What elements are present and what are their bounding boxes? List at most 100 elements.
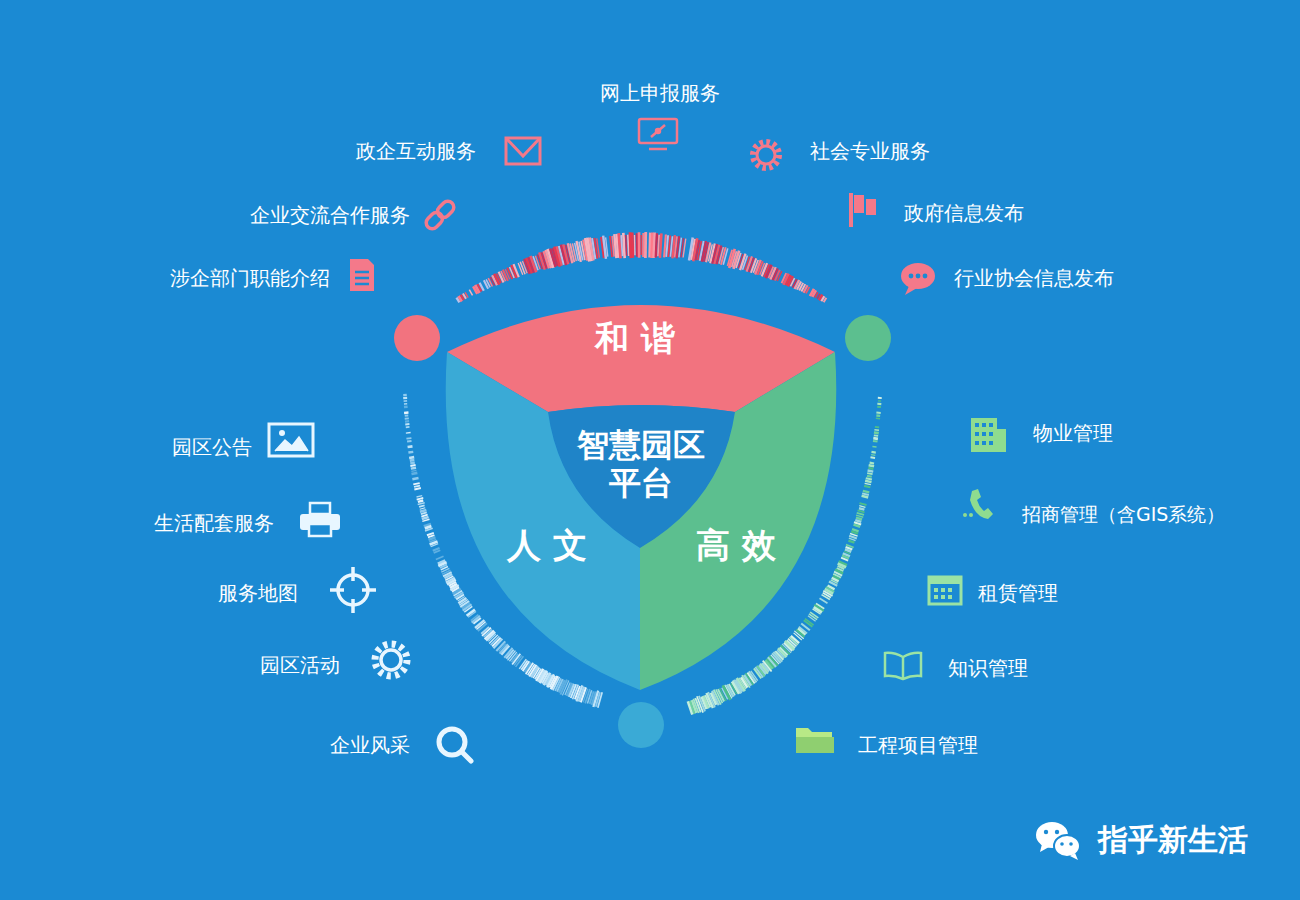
- stripe: [408, 445, 413, 448]
- stripe: [412, 478, 418, 479]
- stripe: [405, 420, 409, 423]
- service-label: 行业协会信息发布: [954, 265, 1114, 292]
- stripe: [863, 491, 869, 492]
- link-icon: [424, 199, 457, 232]
- image-icon: [269, 424, 313, 456]
- stripe: [869, 464, 874, 468]
- stripe: [873, 437, 878, 440]
- stripe: [469, 290, 472, 296]
- stripe: [641, 235, 642, 255]
- stripe: [650, 232, 654, 257]
- service-label: 企业风采: [330, 732, 410, 759]
- stripe: [421, 512, 427, 514]
- stripe: [656, 233, 657, 257]
- stripe: [648, 233, 651, 258]
- stripe: [854, 525, 861, 527]
- stripe: [871, 451, 875, 454]
- stripe: [865, 481, 871, 482]
- stripe: [425, 526, 432, 528]
- stripe: [406, 437, 411, 439]
- striped-arcs: [403, 232, 882, 715]
- stripe: [411, 470, 416, 472]
- stripe: [848, 541, 854, 543]
- gear-icon: [753, 142, 779, 168]
- stripe: [862, 496, 869, 498]
- chat-icon: [901, 263, 935, 295]
- calendar-icon: [929, 577, 961, 604]
- stripe: [870, 462, 874, 465]
- stripe: [520, 262, 525, 274]
- watermark: 指乎新生活: [1098, 820, 1248, 861]
- stripe: [874, 431, 879, 434]
- green-dot: [845, 315, 891, 361]
- printer-icon: [300, 503, 340, 536]
- stripe: [411, 473, 417, 474]
- stripe: [420, 510, 426, 512]
- stripe: [606, 237, 608, 256]
- service-label: 生活配套服务: [154, 510, 274, 537]
- stripe: [723, 248, 728, 264]
- service-label: 政府信息发布: [904, 200, 1024, 227]
- stripe: [503, 270, 508, 281]
- stripe: [404, 411, 408, 414]
- segment-fill: [640, 352, 836, 690]
- stripe: [867, 475, 872, 478]
- stripe: [456, 595, 464, 600]
- stripe: [871, 454, 875, 456]
- stripe: [851, 531, 858, 533]
- stripe: [431, 544, 438, 547]
- service-label: 知识管理: [948, 655, 1028, 682]
- stripe: [868, 467, 873, 470]
- segment-label: 高效: [696, 525, 788, 566]
- stripe: [865, 483, 871, 484]
- stripe: [859, 503, 866, 505]
- efficiency-segment: 高效: [638, 350, 855, 692]
- stripe: [857, 513, 864, 515]
- mail-icon: [506, 138, 540, 164]
- stripe: [806, 287, 810, 294]
- stripe: [514, 264, 519, 277]
- service-label: 园区活动: [260, 652, 340, 679]
- crosshair-icon: [330, 567, 376, 613]
- book-icon: [885, 653, 921, 679]
- stripe: [877, 403, 881, 405]
- stripe: [864, 486, 870, 487]
- stripe: [418, 501, 423, 502]
- stripe: [434, 550, 441, 553]
- stripe: [874, 429, 879, 431]
- stripe: [654, 233, 655, 259]
- segment-label: 智慧园区 平台: [571, 426, 712, 503]
- stripe: [422, 517, 429, 519]
- stripe: [658, 235, 659, 256]
- stripe: [808, 616, 816, 621]
- stripe: [404, 406, 408, 409]
- phone-icon: [963, 489, 993, 519]
- stripe: [418, 503, 425, 505]
- stripe: [866, 478, 872, 479]
- pink-dot: [394, 315, 440, 361]
- stripe: [631, 233, 634, 258]
- search-icon: [439, 729, 471, 761]
- stripe: [876, 414, 880, 417]
- segment-shape: [425, 350, 642, 692]
- stripe: [868, 470, 874, 471]
- stripe: [876, 418, 880, 420]
- service-label: 服务地图: [218, 580, 298, 607]
- stripe: [813, 609, 821, 614]
- service-label: 政企互动服务: [356, 138, 476, 165]
- stripe: [410, 464, 415, 467]
- service-label: 招商管理（含GIS系统）: [1022, 502, 1225, 528]
- stripe: [859, 506, 865, 508]
- stripe: [660, 233, 662, 258]
- stripe: [872, 446, 876, 448]
- stripe: [407, 440, 411, 443]
- service-label: 工程项目管理: [858, 732, 978, 759]
- stripe: [416, 496, 422, 497]
- stripe: [841, 558, 848, 561]
- stripe: [845, 549, 851, 551]
- stripe: [619, 233, 621, 258]
- stripe: [856, 518, 862, 520]
- stripe: [822, 595, 830, 600]
- sun-icon: [375, 644, 407, 676]
- service-label: 租赁管理: [978, 580, 1058, 607]
